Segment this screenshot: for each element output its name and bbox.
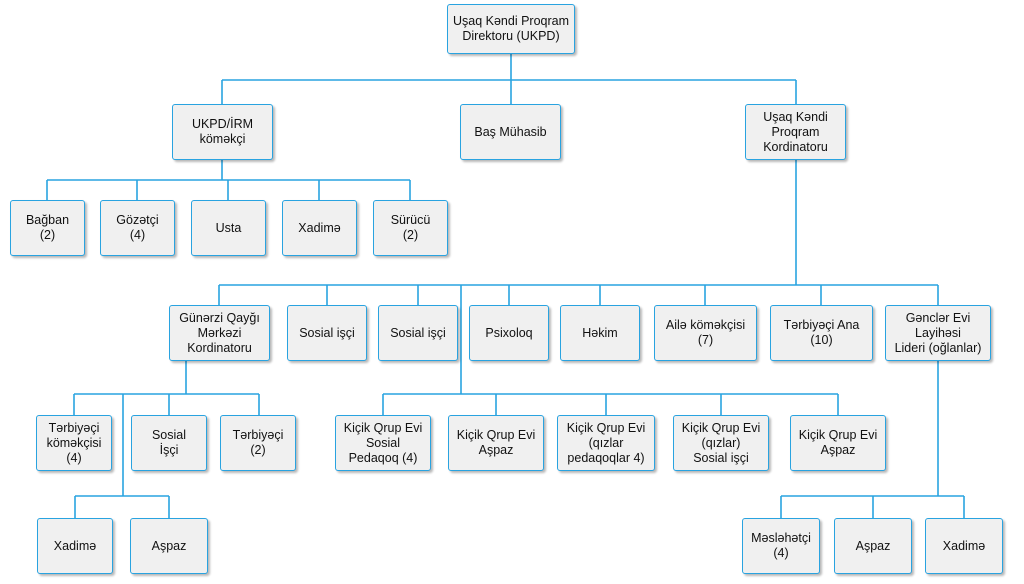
node-sgh-girls-social-worker-label: Kiçik Qrup Evi (qızlar) Sosial işçi — [681, 420, 761, 465]
node-sgh-cook-2[interactable]: Kiçik Qrup Evi Aşpaz — [790, 415, 886, 471]
node-cook-2-label: Aşpaz — [855, 538, 891, 553]
node-sgh-cook-2-label: Kiçik Qrup Evi Aşpaz — [798, 428, 878, 457]
node-ukpd-irm-assistant-label: UKPD/İRM köməkçi — [191, 117, 254, 146]
node-psychologist-label: Psixoloq — [485, 325, 533, 340]
node-doctor[interactable]: Həkim — [560, 305, 640, 361]
node-social-worker-2[interactable]: Sosial işçi — [378, 305, 458, 361]
node-sgh-social-pedagogue-label: Kiçik Qrup Evi Sosial Pedaqoq (4) — [343, 420, 423, 465]
node-sgh-girls-pedagogues-label: Kiçik Qrup Evi (qızlar pedaqoqlar 4) — [566, 420, 646, 465]
node-adviser[interactable]: Məsləhətçi (4) — [742, 518, 820, 574]
node-director-label: Uşaq Kəndi Proqram Direktoru (UKPD) — [452, 14, 570, 43]
node-cleaner-2-label: Xadimə — [53, 538, 97, 553]
node-cleaner-3[interactable]: Xadimə — [925, 518, 1003, 574]
node-driver-label: Sürücü (2) — [390, 213, 431, 242]
node-sgh-girls-social-worker[interactable]: Kiçik Qrup Evi (qızlar) Sosial işçi — [673, 415, 769, 471]
node-chief-accountant[interactable]: Baş Mühasib — [460, 104, 561, 160]
node-caregiver-mother[interactable]: Tərbiyəçi Ana (10) — [770, 305, 873, 361]
node-caregiver-mother-label: Tərbiyəçi Ana (10) — [783, 318, 860, 347]
node-social-worker-1[interactable]: Sosial işçi — [287, 305, 367, 361]
node-cleaner-1[interactable]: Xadimə — [282, 200, 357, 256]
node-family-assistant[interactable]: Ailə köməkçisi (7) — [654, 305, 757, 361]
node-social-worker-3-label: Sosial İşçi — [151, 428, 187, 457]
node-cook-2[interactable]: Aşpaz — [834, 518, 912, 574]
node-family-assistant-label: Ailə köməkçisi (7) — [665, 318, 746, 347]
node-guard[interactable]: Gözətçi (4) — [100, 200, 175, 256]
node-sgh-cook-1[interactable]: Kiçik Qrup Evi Aşpaz — [448, 415, 544, 471]
node-social-worker-1-label: Sosial işçi — [299, 325, 355, 340]
node-village-coordinator-label: Uşaq Kəndi Proqram Kordinatoru — [763, 109, 828, 154]
node-driver[interactable]: Sürücü (2) — [373, 200, 448, 256]
node-gardener[interactable]: Bağban (2) — [10, 200, 85, 256]
node-caregiver-label: Tərbiyəçi (2) — [232, 428, 284, 457]
node-cleaner-2[interactable]: Xadimə — [37, 518, 113, 574]
node-cleaner-3-label: Xadimə — [942, 538, 986, 553]
node-caregiver-assistant[interactable]: Tərbiyəçi köməkçisi (4) — [36, 415, 112, 471]
node-doctor-label: Həkim — [582, 325, 618, 340]
node-youth-house-leader[interactable]: Gənclər Evi Layihəsi Lideri (oğlanlar) — [885, 305, 991, 361]
node-usta-label: Usta — [215, 220, 242, 235]
node-ukpd-irm-assistant[interactable]: UKPD/İRM köməkçi — [172, 104, 273, 160]
node-social-worker-3[interactable]: Sosial İşçi — [131, 415, 207, 471]
node-cleaner-1-label: Xadimə — [298, 220, 341, 235]
node-psychologist[interactable]: Psixoloq — [469, 305, 549, 361]
node-day-care-coordinator[interactable]: Günərzi Qayğı Mərkəzi Kordinatoru — [169, 305, 270, 361]
node-caregiver[interactable]: Tərbiyəçi (2) — [220, 415, 296, 471]
node-gardener-label: Bağban (2) — [25, 213, 70, 242]
node-guard-label: Gözətçi (4) — [116, 213, 159, 242]
node-sgh-cook-1-label: Kiçik Qrup Evi Aşpaz — [456, 428, 536, 457]
node-cook-1-label: Aşpaz — [151, 538, 187, 553]
node-usta[interactable]: Usta — [191, 200, 266, 256]
node-cook-1[interactable]: Aşpaz — [130, 518, 208, 574]
node-chief-accountant-label: Baş Mühasib — [474, 124, 547, 139]
node-day-care-coordinator-label: Günərzi Qayğı Mərkəzi Kordinatoru — [179, 310, 260, 355]
node-caregiver-assistant-label: Tərbiyəçi köməkçisi (4) — [46, 420, 102, 465]
node-village-coordinator[interactable]: Uşaq Kəndi Proqram Kordinatoru — [745, 104, 846, 160]
node-youth-house-leader-label: Gənclər Evi Layihəsi Lideri (oğlanlar) — [894, 310, 982, 355]
node-adviser-label: Məsləhətçi (4) — [751, 531, 811, 560]
node-sgh-social-pedagogue[interactable]: Kiçik Qrup Evi Sosial Pedaqoq (4) — [335, 415, 431, 471]
node-social-worker-2-label: Sosial işçi — [390, 325, 446, 340]
node-sgh-girls-pedagogues[interactable]: Kiçik Qrup Evi (qızlar pedaqoqlar 4) — [557, 415, 655, 471]
node-director[interactable]: Uşaq Kəndi Proqram Direktoru (UKPD) — [447, 4, 575, 54]
